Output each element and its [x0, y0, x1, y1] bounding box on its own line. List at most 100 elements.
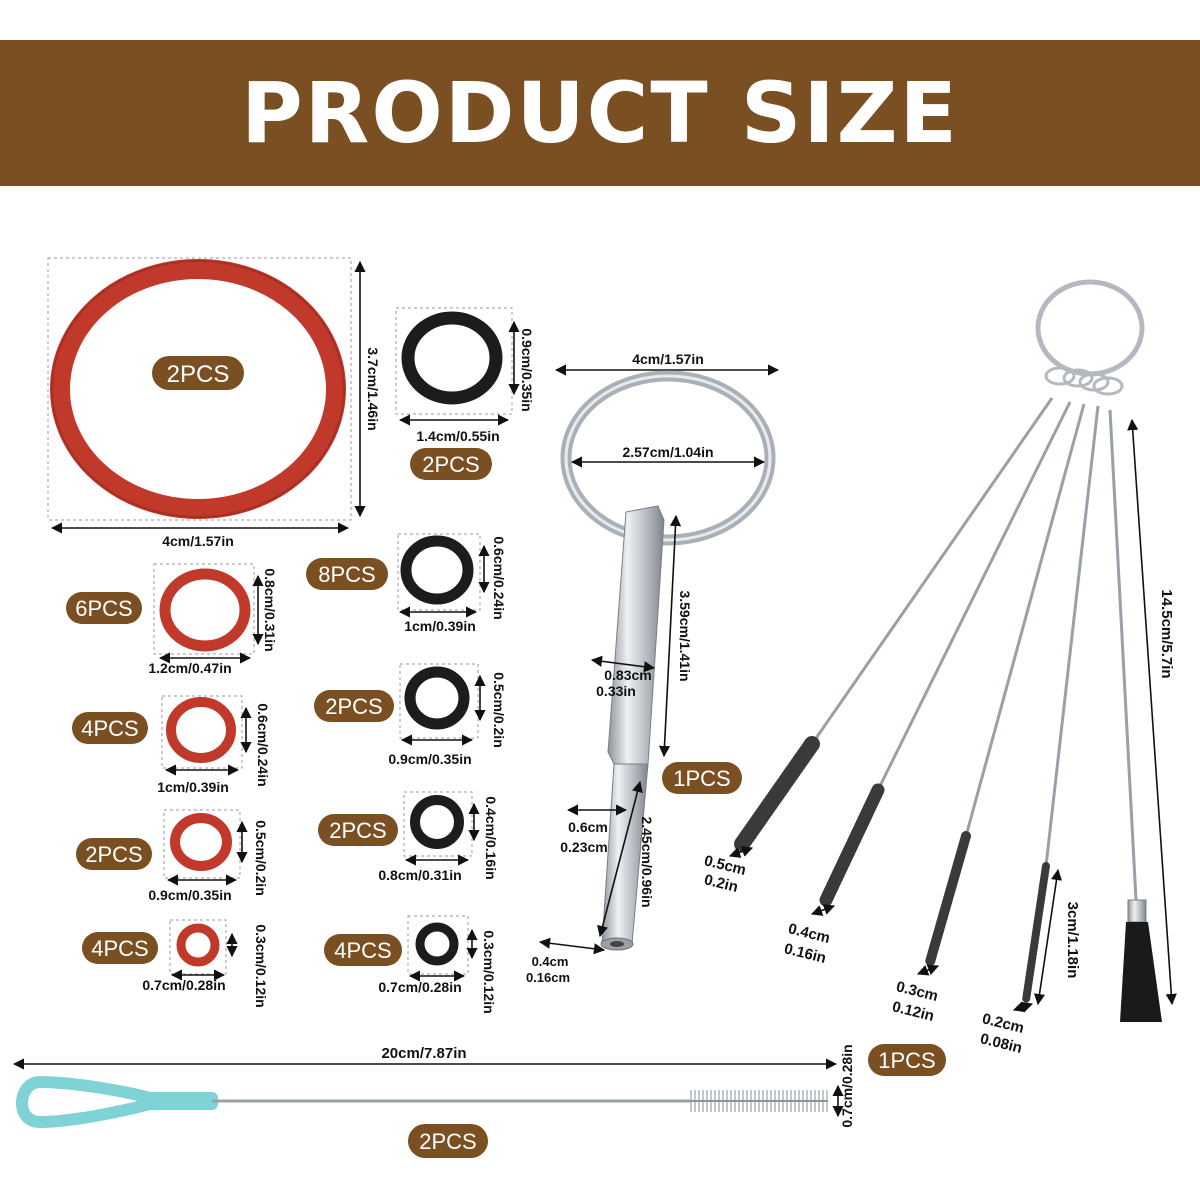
black-ring-3-width: 0.9cm/0.35in — [388, 751, 471, 767]
black-ring-3-height: 0.5cm/0.2in — [491, 672, 507, 748]
red-o-ring — [159, 568, 251, 652]
tuft-ferrule — [1127, 899, 1147, 923]
qty-badge — [868, 1044, 946, 1076]
svg-text:4PCS: 4PCS — [91, 936, 148, 961]
brush-wire — [810, 397, 1054, 745]
black-ring-1-width: 1.4cm/0.55in — [416, 428, 499, 444]
qty-badge — [76, 838, 152, 870]
brush-head — [1022, 862, 1050, 1004]
black-o-ring — [415, 922, 459, 966]
large-ring-width-label: 4cm/1.57in — [162, 533, 234, 549]
hex-width-label-1: 0.83cm — [604, 667, 651, 683]
black-ring-5: 0.7cm/0.28in 0.3cm/0.12in 4PCS — [324, 915, 497, 1014]
red-ring-4-width: 0.7cm/0.28in — [142, 977, 225, 993]
red-ring-1-width: 1.2cm/0.47in — [148, 660, 231, 676]
hex-width-label-2: 0.33in — [596, 683, 636, 699]
black-o-ring — [404, 666, 470, 730]
red-ring-3-height: 0.5cm/0.2in — [253, 820, 269, 896]
qty-badge — [324, 934, 402, 966]
brush-set-key-ring — [1035, 279, 1145, 377]
qty-badge — [152, 356, 244, 390]
brush-wire — [964, 403, 1086, 837]
black-o-ring — [410, 795, 464, 849]
brush-head — [925, 831, 971, 967]
shaft-width-label-2: 0.23cm — [560, 839, 607, 855]
qty-badge — [662, 762, 742, 794]
svg-text:4PCS: 4PCS — [81, 716, 138, 741]
black-ring-1: 1.4cm/0.55in 0.9cm/0.35in 2PCS — [395, 307, 535, 480]
black-ring-4-width: 0.8cm/0.31in — [378, 867, 461, 883]
svg-text:2PCS: 2PCS — [325, 694, 382, 719]
svg-text:1PCS: 1PCS — [878, 1048, 935, 1073]
large-red-ring-group: 4cm/1.57in 3.7cm/1.46in 2PCS — [47, 257, 381, 549]
red-ring-1: 1.2cm/0.47in 0.8cm/0.31in 6PCS — [66, 563, 278, 676]
brush-set-group: 14.5cm/5.7in 3cm/1.18in 0.5cm 0.2in 0.4c… — [702, 279, 1177, 1076]
black-ring-4: 0.8cm/0.31in 0.4cm/0.16in 2PCS — [318, 791, 499, 883]
shaft-length-label: 2.45cm/0.96in — [639, 816, 655, 907]
red-o-ring — [166, 697, 236, 763]
black-ring-2-height: 0.6cm/0.24in — [491, 536, 507, 619]
black-o-ring — [400, 535, 474, 605]
svg-text:6PCS: 6PCS — [75, 596, 132, 621]
qty-badge — [66, 592, 142, 624]
svg-text:2PCS: 2PCS — [422, 452, 479, 477]
title-banner: PRODUCT SIZE — [0, 40, 1200, 186]
brush-wire — [876, 401, 1072, 791]
hex-length-label: 3.59cm/1.41in — [677, 590, 693, 681]
qty-badge — [306, 558, 388, 590]
qty-badge — [82, 932, 158, 964]
page-title: PRODUCT SIZE — [241, 64, 959, 162]
qty-badge — [72, 712, 148, 744]
tip-label-1: 0.4cm — [532, 954, 569, 969]
long-brush-group: 20cm/7.87in 0.7cm/0.28in 2PCS — [12, 1044, 855, 1158]
black-ring-2: 1cm/0.39in 0.6cm/0.24in 8PCS — [306, 533, 507, 634]
brush-head — [734, 736, 820, 852]
tuft-bristles — [1120, 922, 1162, 1022]
red-ring-1-height: 0.8cm/0.31in — [262, 568, 278, 651]
key-ring-inner-label: 2.57cm/1.04in — [622, 444, 713, 460]
tip-label-2: 0.16cm — [526, 970, 570, 985]
long-brush-diameter-label: 0.7cm/0.28in — [839, 1044, 855, 1127]
loop-handle — [16, 1076, 218, 1128]
qty-badge — [318, 814, 398, 846]
hex-key-body — [607, 505, 665, 765]
red-ring-3-width: 0.9cm/0.35in — [148, 887, 231, 903]
key-tool-group: 4cm/1.57in 2.57cm/1.04in 3.59cm/1.41in 0… — [526, 351, 780, 985]
red-ring-4: 0.7cm/0.28in 0.3cm/0.12in 4PCS — [82, 919, 269, 1008]
black-ring-4-height: 0.4cm/0.16in — [483, 796, 499, 879]
svg-text:4PCS: 4PCS — [334, 938, 391, 963]
black-ring-3: 0.9cm/0.35in 0.5cm/0.2in 2PCS — [314, 663, 507, 767]
red-ring-2: 1cm/0.39in 0.6cm/0.24in 4PCS — [72, 695, 271, 795]
black-ring-1-height: 0.9cm/0.35in — [519, 328, 535, 411]
red-ring-4-height: 0.3cm/0.12in — [253, 924, 269, 1007]
key-ring-outer-label: 4cm/1.57in — [632, 351, 704, 367]
bristle-length-label: 3cm/1.18in — [1064, 902, 1081, 979]
long-brush-length-label: 20cm/7.87in — [381, 1045, 466, 1062]
large-red-ring — [50, 259, 346, 519]
red-o-ring — [170, 813, 232, 871]
svg-text:1PCS: 1PCS — [673, 766, 730, 791]
brush-wire — [1044, 405, 1100, 867]
black-ring-2-width: 1cm/0.39in — [404, 618, 476, 634]
svg-text:2PCS: 2PCS — [85, 842, 142, 867]
large-ring-height-label: 3.7cm/1.46in — [365, 347, 381, 430]
brush-head — [819, 783, 885, 907]
svg-text:2PCS: 2PCS — [329, 818, 386, 843]
brush-wire — [1108, 409, 1138, 901]
black-ring-5-height: 0.3cm/0.12in — [481, 930, 497, 1013]
qty-badge — [408, 1124, 488, 1158]
black-o-ring — [401, 311, 503, 405]
large-ring-bbox — [47, 257, 352, 521]
svg-text:8PCS: 8PCS — [318, 562, 375, 587]
red-ring-3: 0.9cm/0.35in 0.5cm/0.2in 2PCS — [76, 809, 269, 903]
red-ring-2-height: 0.6cm/0.24in — [255, 703, 271, 786]
black-ring-5-width: 0.7cm/0.28in — [378, 979, 461, 995]
red-o-ring — [176, 923, 220, 967]
qty-badge-text: 2PCS — [167, 361, 230, 388]
brush-length-label: 14.5cm/5.7in — [1158, 589, 1175, 678]
red-ring-2-width: 1cm/0.39in — [157, 779, 229, 795]
qty-badge — [410, 448, 492, 480]
shaft-width-label-1: 0.6cm — [568, 819, 608, 835]
svg-text:2PCS: 2PCS — [419, 1129, 476, 1154]
